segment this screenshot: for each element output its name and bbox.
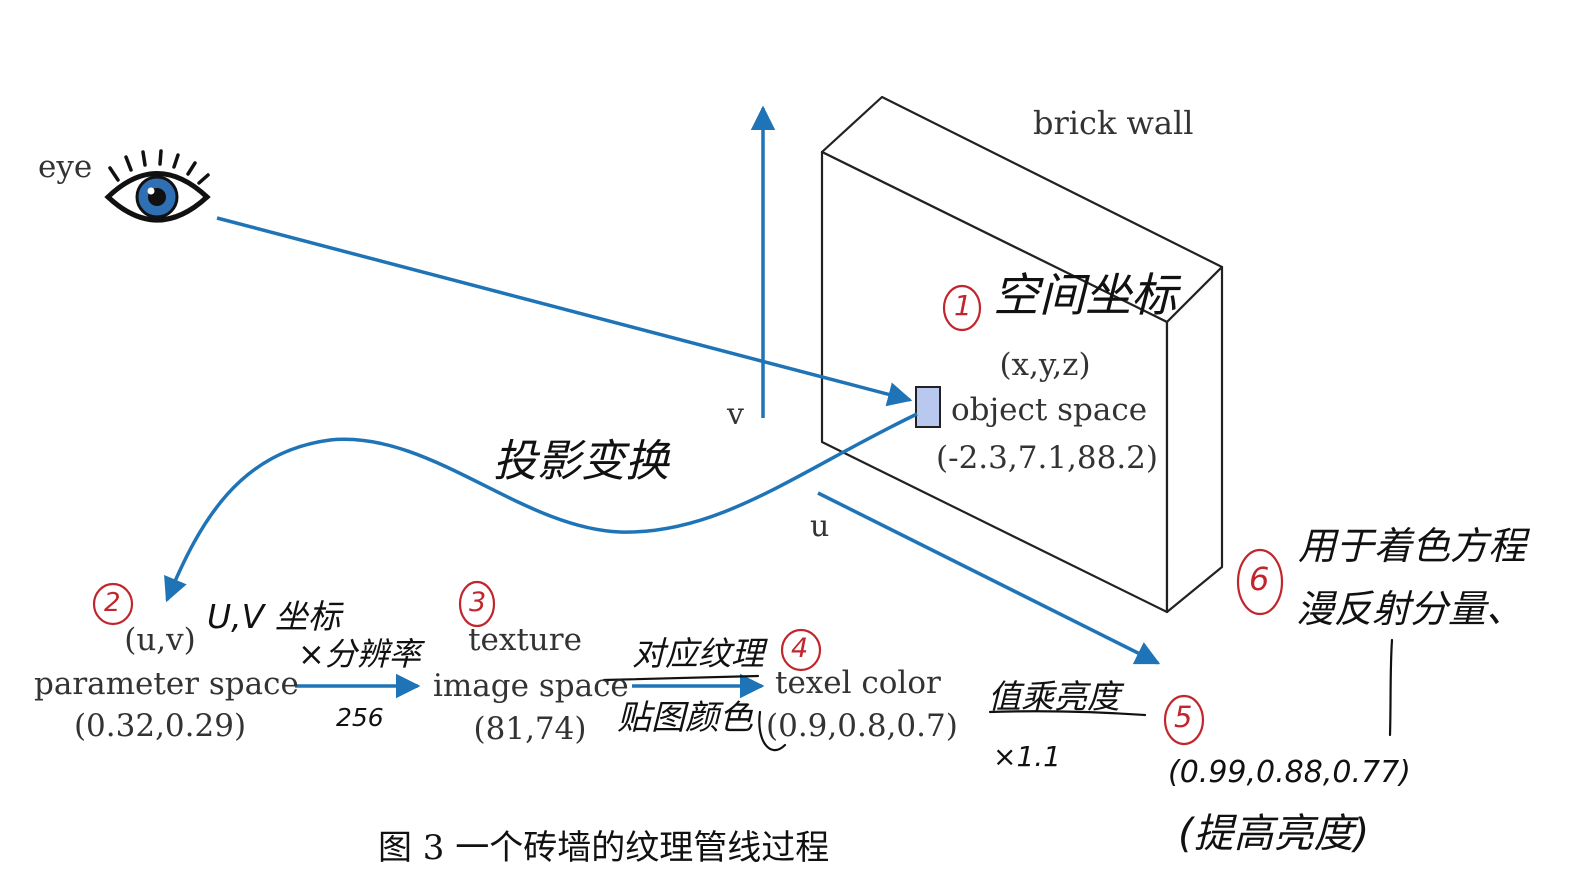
brick-wall-label: brick wall — [1033, 104, 1194, 142]
note-map-color: 贴图颜色 — [617, 698, 753, 738]
step6-number: 6 — [1249, 560, 1270, 598]
object-coord-label: (x,y,z) — [999, 347, 1091, 383]
step3-number: 3 — [469, 587, 487, 618]
note-spatial-coords: 空间坐标 — [993, 268, 1177, 322]
brick-wall-box — [820, 95, 1224, 614]
object-space-label: object space — [951, 392, 1148, 428]
param-space-label: parameter space — [34, 666, 299, 702]
note-map-texture: 对应纹理 — [632, 634, 764, 673]
step4-circle — [780, 628, 822, 672]
step1-circle — [942, 284, 982, 332]
projection-curve-arrow — [164, 412, 918, 603]
param-value-label: (0.32,0.29) — [73, 708, 247, 744]
step2-number: 2 — [104, 588, 121, 618]
hand-underline-5 — [988, 710, 1147, 717]
texel-color-label: texel color — [775, 665, 941, 701]
object-surface-patch — [915, 386, 941, 428]
texel-value-label: (0.9,0.8,0.7) — [766, 708, 958, 744]
u-axis-arrow — [817, 491, 1161, 665]
note-times-1-1: ×1.1 — [993, 740, 1061, 773]
step2-circle — [92, 582, 134, 626]
eye-label: eye — [38, 149, 93, 185]
step5-circle — [1163, 694, 1205, 746]
u-axis-label: u — [810, 509, 830, 544]
figure-caption: 图 3 一个砖墙的纹理管线过程 — [378, 828, 830, 868]
pointer-line-6 — [1388, 638, 1394, 737]
image-value-label: (81,74) — [473, 711, 587, 747]
hand-strike-1 — [602, 674, 760, 682]
param-coord-label: (u,v) — [124, 622, 196, 658]
note-result-color: (0.99,0.88,0.77) — [1168, 755, 1411, 790]
hand-hook-4 — [758, 710, 787, 752]
step1-number: 1 — [954, 289, 972, 322]
texture-label: texture — [468, 622, 582, 658]
object-value-label: (-2.3,7.1,88.2) — [936, 440, 1158, 476]
eye-icon — [104, 149, 211, 223]
note-256: 256 — [336, 703, 384, 732]
v-axis-label: v — [727, 397, 744, 432]
step4-number: 4 — [791, 633, 809, 664]
wall-side-face — [1165, 265, 1224, 614]
note-projection: 投影变换 — [493, 436, 669, 487]
note-shading-line2: 漫反射分量、 — [1296, 587, 1525, 631]
step6-circle — [1236, 548, 1284, 616]
note-brightness-mult: 值乘亮度 — [988, 677, 1120, 716]
step3-circle — [458, 580, 496, 628]
note-uv-coords: U,V 坐标 — [207, 597, 341, 636]
note-shading-line1: 用于着色方程 — [1298, 524, 1527, 568]
note-resolution: ×分辨率 — [298, 635, 421, 673]
image-space-label: image space — [433, 668, 629, 704]
note-brighten: (提高亮度) — [1178, 811, 1370, 857]
view-ray-arrow — [216, 216, 913, 407]
step5-number: 5 — [1174, 700, 1193, 734]
